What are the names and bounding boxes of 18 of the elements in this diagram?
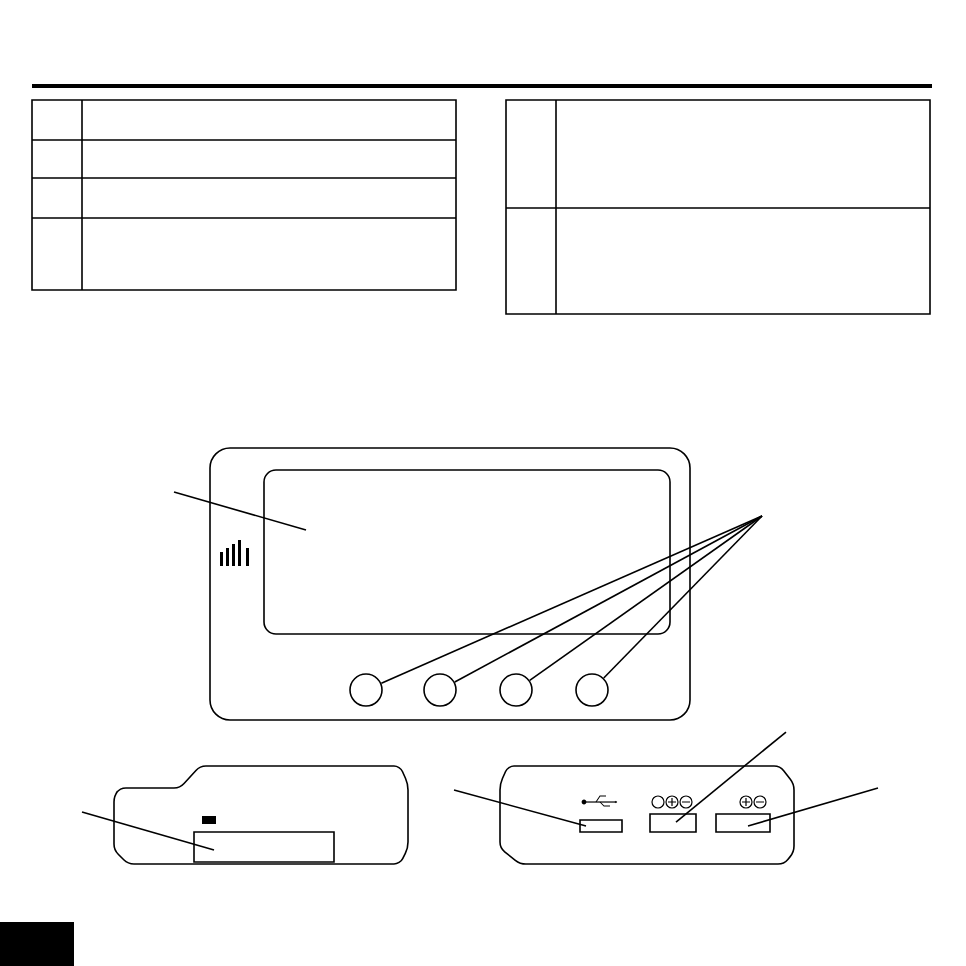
leader-line — [453, 789, 587, 827]
usb-port — [579, 819, 623, 833]
round-button — [499, 673, 533, 707]
round-button — [575, 673, 609, 707]
leader-line — [528, 515, 763, 682]
leader-line — [602, 515, 763, 679]
power-port — [715, 813, 771, 833]
round-button — [349, 673, 383, 707]
card-slot — [193, 831, 335, 863]
leader-line — [675, 731, 787, 823]
leader-line — [453, 515, 763, 683]
leader-line — [747, 787, 879, 827]
round-button — [423, 673, 457, 707]
display-screen — [263, 469, 671, 635]
leader-line — [380, 515, 763, 685]
leader-line — [173, 491, 307, 531]
charge-port — [649, 813, 697, 833]
leader-line — [81, 811, 215, 851]
